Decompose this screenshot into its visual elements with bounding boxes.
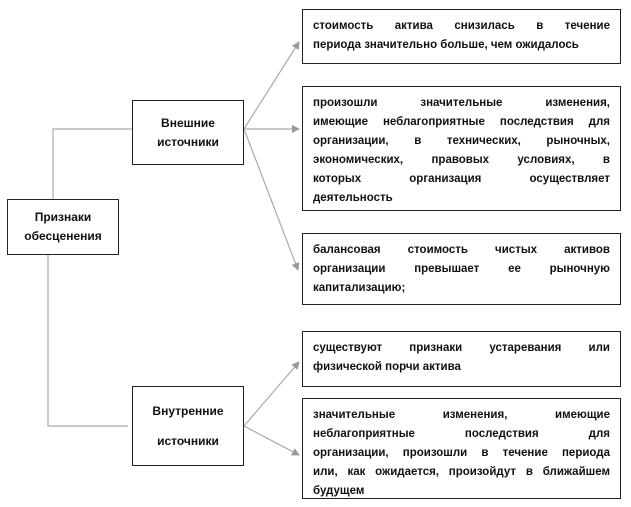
item-line: имеющие неблагоприятные последствия для xyxy=(313,116,610,128)
item-line: стоимость актива снизилась в течение xyxy=(313,20,610,32)
item-line: будущем xyxy=(313,485,365,497)
root-label-line: Признаки xyxy=(34,210,92,224)
internal-label-line: Внутренние xyxy=(152,404,224,418)
external-label-line: Внешние xyxy=(161,115,215,130)
external-sources-node: Внешние источники xyxy=(132,100,244,165)
item-line: организации превышает ее рыночную xyxy=(313,263,610,275)
root-node-impairment-signs: Признаки обесценения xyxy=(7,199,119,255)
external-item-3: балансовая стоимость чистых активов орга… xyxy=(302,233,621,305)
item-line: неблагоприятные последствия для xyxy=(313,428,610,440)
internal-label-line: источники xyxy=(157,434,219,448)
arrow-internal-1 xyxy=(243,361,300,427)
root-to-external-line xyxy=(52,128,132,199)
item-line: произошли значительные изменения, xyxy=(313,97,610,109)
item-line: организации, в технических, рыночных, xyxy=(313,135,610,147)
internal-item-1: существуют признаки устаревания или физи… xyxy=(302,331,621,387)
item-line: деятельность xyxy=(313,192,393,204)
item-line: экономических, правовых условиях, в xyxy=(313,154,610,166)
item-line: капитализацию; xyxy=(313,282,406,294)
internal-sources-node: Внутренние источники xyxy=(132,386,244,466)
item-line: которых организация осуществляет xyxy=(313,173,610,185)
external-item-1: стоимость актива снизилась в течение пер… xyxy=(302,9,621,64)
item-line: балансовая стоимость чистых активов xyxy=(313,244,610,256)
root-to-internal-line xyxy=(47,254,128,427)
arrow-external-1 xyxy=(243,41,300,130)
item-line: периода значительно больше, чем ожидалос… xyxy=(313,39,579,51)
item-line: или, как ожидается, произойдут в ближайш… xyxy=(313,466,610,478)
item-line: существуют признаки устаревания или xyxy=(313,342,610,354)
arrow-external-3 xyxy=(243,128,300,271)
item-line: значительные изменения, имеющие xyxy=(313,409,610,421)
arrow-internal-2 xyxy=(243,425,300,456)
root-label-line: обесценения xyxy=(24,229,102,243)
item-line: организации, произошли в течение периода xyxy=(313,447,610,459)
internal-item-2: значительные изменения, имеющие неблагоп… xyxy=(302,398,621,499)
item-line: физической порчи актива xyxy=(313,361,461,373)
external-item-2: произошли значительные изменения, имеющи… xyxy=(302,86,621,211)
external-label-line: источники xyxy=(157,134,219,149)
